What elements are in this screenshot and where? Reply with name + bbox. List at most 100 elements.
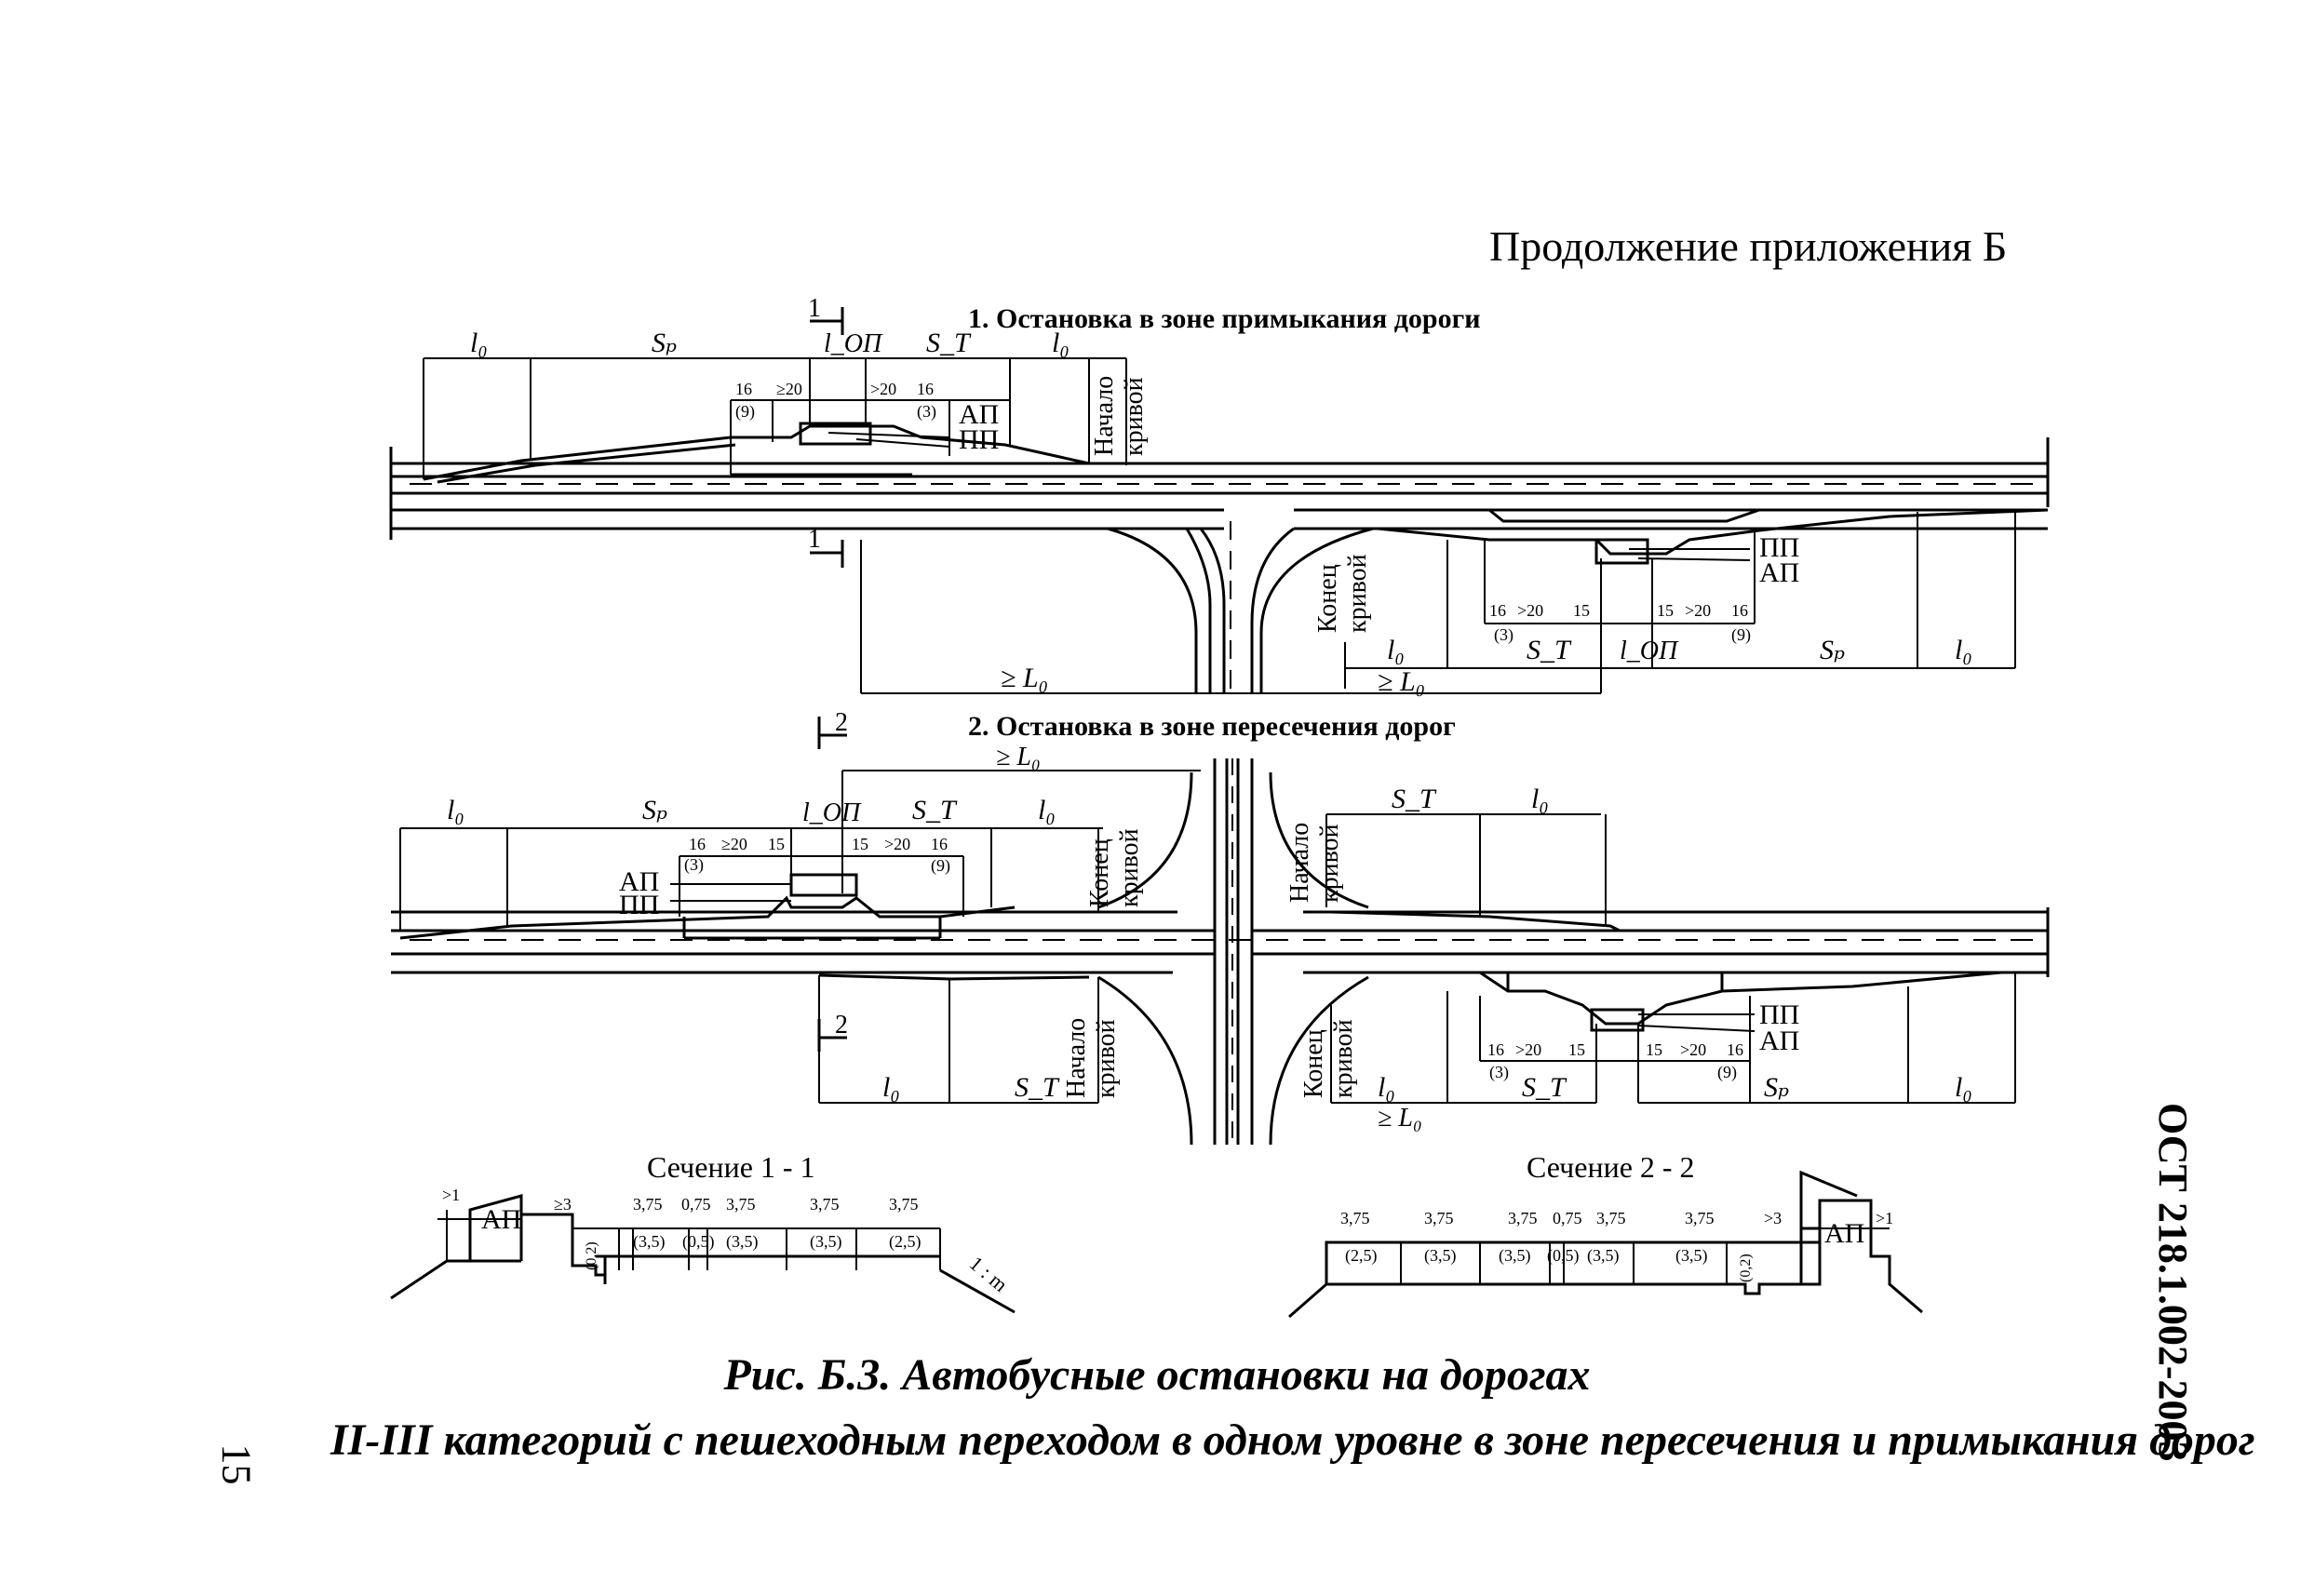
dim-9-1b: (9) (1731, 625, 1751, 645)
dim-15-2a: 15 (768, 835, 785, 853)
curve-start-2a-l2: кривой (1315, 824, 1344, 903)
dim-3-2b: (3) (1489, 1063, 1509, 1082)
dim-16-2a: 16 (689, 835, 706, 853)
s11-misc-0: (0,2) (584, 1241, 599, 1270)
dim-16-1d: 16 (1731, 601, 1748, 620)
dim-20-1a: ≥20 (776, 380, 802, 398)
s22-top-3: 0,75 (1553, 1209, 1582, 1227)
dim-ge-l0-2b: ≥ L₀ (1378, 1104, 1422, 1133)
s11-top-4: 3,75 (726, 1195, 756, 1214)
ap-label-1b: АП (1759, 557, 1799, 588)
figure-caption-line-2: II-III категорий с пешеходным переходом … (330, 1415, 2255, 1465)
s22-top-7: >1 (1876, 1209, 1893, 1227)
pp-label-1a: ПП (959, 424, 999, 455)
scheme-2-title: 2. Остановка в зоне пересечения дорог (968, 711, 1456, 742)
dim-lop-1b: l_ОП (1620, 637, 1679, 665)
dim-l0-2c: l₀ (1531, 784, 1549, 814)
dim-l0-2d: l₀ (882, 1072, 900, 1103)
s11-top-2: 3,75 (633, 1195, 663, 1214)
dim-20-2b: >20 (884, 835, 910, 853)
curve-start-1a-l2: кривой (1120, 377, 1149, 456)
curve-start-2b-l2: кривой (1092, 1019, 1121, 1098)
s11-top-5: 3,75 (810, 1195, 840, 1214)
pp-label-2a: ПП (619, 890, 659, 920)
pp-label-1b: ПП (1759, 532, 1799, 563)
section-1-1: Сечение 1 - 1 АП >1 ≥3 3,75 0,75 3,75 3,… (390, 1150, 1016, 1314)
dim-15-2b: 15 (852, 835, 868, 853)
s22-top-1: 3,75 (1424, 1209, 1454, 1227)
dim-16-1c: 16 (1489, 601, 1506, 620)
s22-bot-6: (0,2) (1738, 1254, 1754, 1282)
s22-top-2: 3,75 (1508, 1209, 1538, 1227)
dim-3-1a: (3) (917, 402, 936, 422)
dim-st-2d: S_Т (1522, 1072, 1567, 1103)
ap-label-2b: АП (1759, 1026, 1799, 1056)
dim-st-2a: S_Т (912, 795, 958, 825)
section-2-2-ap: АП (1824, 1218, 1864, 1249)
s11-top-3: 0,75 (681, 1195, 711, 1214)
dim-20-2c: >20 (1515, 1040, 1541, 1059)
section-2-2: Сечение 2 - 2 АП 3,75 3,75 3,75 0,75 3,7… (1288, 1150, 1923, 1319)
dim-sp-1b: Sₚ (1820, 635, 1845, 665)
dim-3-2a: (3) (684, 855, 704, 875)
dim-lop-2a: l_ОП (802, 798, 862, 827)
dim-16-2b: 16 (931, 835, 948, 853)
dim-l0-1a: l₀ (470, 328, 488, 358)
dim-15-2d: 15 (1646, 1040, 1662, 1059)
s22-bot-0: (2,5) (1345, 1246, 1378, 1266)
s22-top-4: 3,75 (1596, 1209, 1626, 1227)
dim-l0-2a: l₀ (447, 795, 464, 825)
curve-end-2a-l2: кривой (1115, 828, 1144, 907)
dim-15-1b: 15 (1657, 601, 1674, 620)
s22-top-6: >3 (1764, 1209, 1782, 1227)
s22-bot-4: (3,5) (1587, 1246, 1620, 1266)
dim-9-1a: (9) (735, 402, 755, 422)
dim-16-1b: 16 (917, 380, 934, 398)
s11-top-1: ≥3 (554, 1195, 572, 1214)
dim-3-1b: (3) (1494, 625, 1514, 645)
section-mark-2-bottom: 2 (835, 1011, 848, 1039)
figure-caption-line-1: Рис. Б.3. Автобусные остановки на дорога… (723, 1350, 1591, 1400)
dim-sp-1a: Sₚ (652, 328, 677, 358)
dim-sp-2a: Sₚ (642, 795, 667, 825)
curve-end-1a-l2: кривой (1343, 554, 1372, 633)
s22-top-5: 3,75 (1685, 1209, 1715, 1227)
dim-20-1b: >20 (870, 380, 896, 398)
s11-bot-2: (3,5) (726, 1232, 759, 1252)
dim-20-2d: >20 (1680, 1040, 1706, 1059)
section-mark-1-bottom: 1 (808, 525, 821, 554)
dim-lop-1a: l_ОП (824, 329, 883, 358)
scheme-1: 1. Остановка в зоне примыкания дороги АП… (389, 294, 2050, 697)
dim-l0-2b: l₀ (1038, 795, 1056, 825)
curve-start-2b-l1: Начало (1062, 1018, 1091, 1098)
curve-end-1a-l1: Конец (1313, 564, 1342, 633)
dim-9-2b: (9) (1717, 1063, 1737, 1082)
s11-bot-1: (0,5) (682, 1232, 715, 1252)
dim-st-1b: S_Т (1527, 635, 1572, 665)
dim-ge-l0-1a: ≥ L₀ (1001, 663, 1048, 693)
dim-sp-2b: Sₚ (1764, 1072, 1789, 1103)
section-mark-1-top: 1 (808, 294, 821, 323)
dim-l0-1b: l₀ (1052, 328, 1070, 358)
curve-start-1a-l1: Начало (1090, 376, 1119, 456)
dim-9-2a: (9) (931, 856, 950, 876)
s22-bot-3: (0,5) (1547, 1246, 1580, 1266)
dim-20-2a: ≥20 (721, 835, 747, 853)
dim-l0-2f: l₀ (1955, 1072, 1972, 1103)
dim-20-1c: >20 (1517, 601, 1543, 620)
dim-16-2d: 16 (1727, 1040, 1743, 1059)
curve-end-2b-l1: Конец (1299, 1029, 1328, 1098)
s22-bot-1: (3,5) (1424, 1246, 1457, 1266)
s11-top-6: 3,75 (889, 1195, 919, 1214)
dim-16-1a: 16 (735, 380, 752, 398)
dim-l0-2e: l₀ (1378, 1072, 1395, 1103)
curve-start-2a-l1: Начало (1285, 823, 1314, 903)
dim-ge-l0-2a: ≥ L₀ (996, 743, 1041, 771)
dim-st-2b: S_Т (1392, 784, 1437, 814)
section-1-1-title: Сечение 1 - 1 (647, 1150, 815, 1184)
dim-20-1d: >20 (1685, 601, 1711, 620)
curve-end-2a-l1: Конец (1085, 838, 1114, 907)
s22-bot-5: (3,5) (1675, 1246, 1708, 1266)
dim-15-2c: 15 (1568, 1040, 1585, 1059)
s11-top-0: >1 (442, 1186, 460, 1204)
